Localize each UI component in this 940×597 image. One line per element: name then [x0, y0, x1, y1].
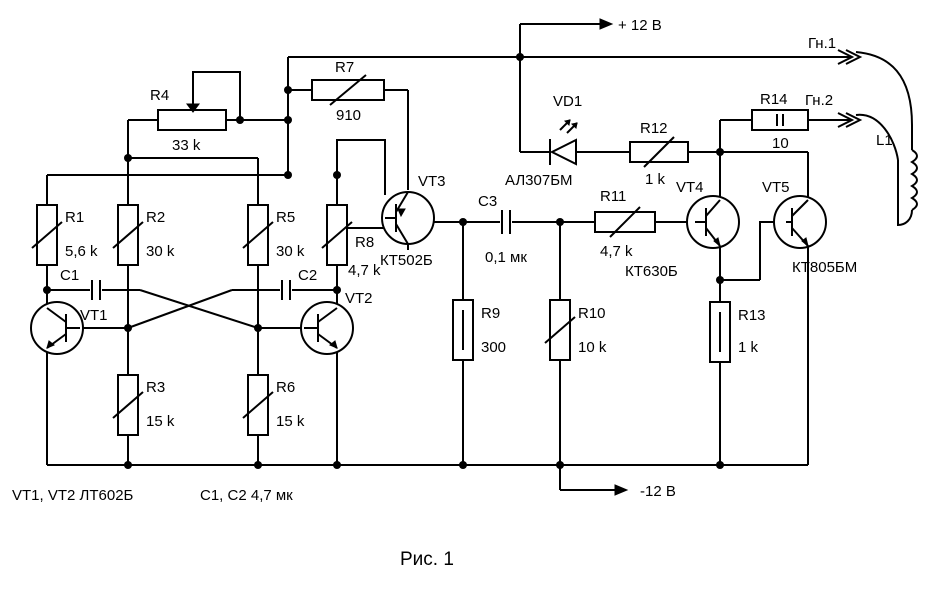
- junction-dots: [43, 53, 724, 469]
- label-vt2: VT2: [345, 290, 373, 307]
- label-r3: R3: [146, 379, 165, 396]
- label-vd1-type: АЛ307БМ: [505, 172, 573, 189]
- label-r11-value: 4,7 k: [600, 243, 633, 260]
- transistor-vt4: [686, 195, 740, 249]
- label-r12: R12: [640, 120, 668, 137]
- label-plus12: + 12 В: [618, 17, 662, 34]
- label-r9: R9: [481, 305, 500, 322]
- label-r14-value: 10: [772, 135, 789, 152]
- label-vd1: VD1: [553, 93, 582, 110]
- resistor-r7: [311, 74, 385, 106]
- label-gn1: Гн.1: [808, 35, 836, 52]
- label-vt1: VT1: [80, 307, 108, 324]
- label-r2-value: 30 k: [146, 243, 175, 260]
- arrow-minus12: [614, 484, 629, 496]
- transistor-vt3: [381, 191, 435, 245]
- transistor-vt5: [773, 195, 827, 249]
- resistor-r6: [242, 374, 274, 436]
- label-r13: R13: [738, 307, 766, 324]
- resistor-r8: [321, 204, 353, 266]
- label-r7: R7: [335, 59, 354, 76]
- label-r12-value: 1 k: [645, 171, 666, 188]
- label-vt3: VT3: [418, 173, 446, 190]
- label-r3-value: 15 k: [146, 413, 175, 430]
- label-r11: R11: [600, 188, 626, 205]
- label-r9-value: 300: [481, 339, 506, 356]
- resistor-r5: [242, 204, 274, 266]
- note-capacitors: C1, C2 4,7 мк: [200, 487, 293, 504]
- capacitor-c2: [281, 280, 291, 300]
- resistor-r14: [751, 109, 809, 131]
- wires: [46, 23, 918, 491]
- resistor-r13: [709, 301, 731, 363]
- label-r8: R8: [355, 234, 374, 251]
- resistor-r3: [112, 374, 144, 436]
- label-c1: C1: [60, 267, 79, 284]
- label-r4-value: 33 k: [172, 137, 201, 154]
- label-vt4-type: КТ630Б: [625, 263, 678, 280]
- label-r6-value: 15 k: [276, 413, 305, 430]
- label-r6: R6: [276, 379, 295, 396]
- label-vt3-type: КТ502Б: [380, 252, 433, 269]
- label-minus12: -12 В: [640, 483, 676, 500]
- resistor-r4: [157, 103, 227, 131]
- label-vt5-type: КТ805БМ: [792, 259, 857, 276]
- arrow-plus12: [599, 18, 614, 30]
- figure-caption: Рис. 1: [400, 549, 454, 570]
- jack-gn1: [837, 49, 863, 65]
- capacitor-c1: [91, 280, 101, 300]
- label-l1: L1: [876, 132, 893, 149]
- label-vt5: VT5: [762, 179, 790, 196]
- label-r5: R5: [276, 209, 295, 226]
- label-c2: C2: [298, 267, 317, 284]
- note-transistors: VT1, VT2 ЛТ602Б: [12, 487, 134, 504]
- resistor-r2: [112, 204, 144, 266]
- label-r10: R10: [578, 305, 606, 322]
- label-vt4: VT4: [676, 179, 704, 196]
- resistor-r9: [452, 299, 474, 361]
- led-vd1: [549, 119, 578, 166]
- label-r10-value: 10 k: [578, 339, 607, 356]
- label-c3: C3: [478, 193, 497, 210]
- resistor-r10: [544, 299, 576, 361]
- capacitor-c3: [501, 210, 511, 234]
- label-r14: R14: [760, 91, 788, 108]
- label-r8-value: 4,7 k: [348, 262, 381, 279]
- label-r1: R1: [65, 209, 84, 226]
- transistor-vt2: [300, 301, 354, 355]
- jack-gn2: [837, 112, 863, 128]
- resistor-r11: [594, 206, 656, 238]
- label-r1-value: 5,6 k: [65, 243, 98, 260]
- label-r2: R2: [146, 209, 165, 226]
- resistor-r1: [31, 204, 63, 266]
- transistor-vt1: [30, 301, 84, 355]
- label-gn2: Гн.2: [805, 92, 833, 109]
- label-r13-value: 1 k: [738, 339, 759, 356]
- label-r5-value: 30 k: [276, 243, 305, 260]
- label-c3-value: 0,1 мк: [485, 249, 527, 266]
- label-r7-value: 910: [336, 107, 361, 124]
- resistor-r12: [629, 136, 689, 168]
- label-r4: R4: [150, 87, 169, 104]
